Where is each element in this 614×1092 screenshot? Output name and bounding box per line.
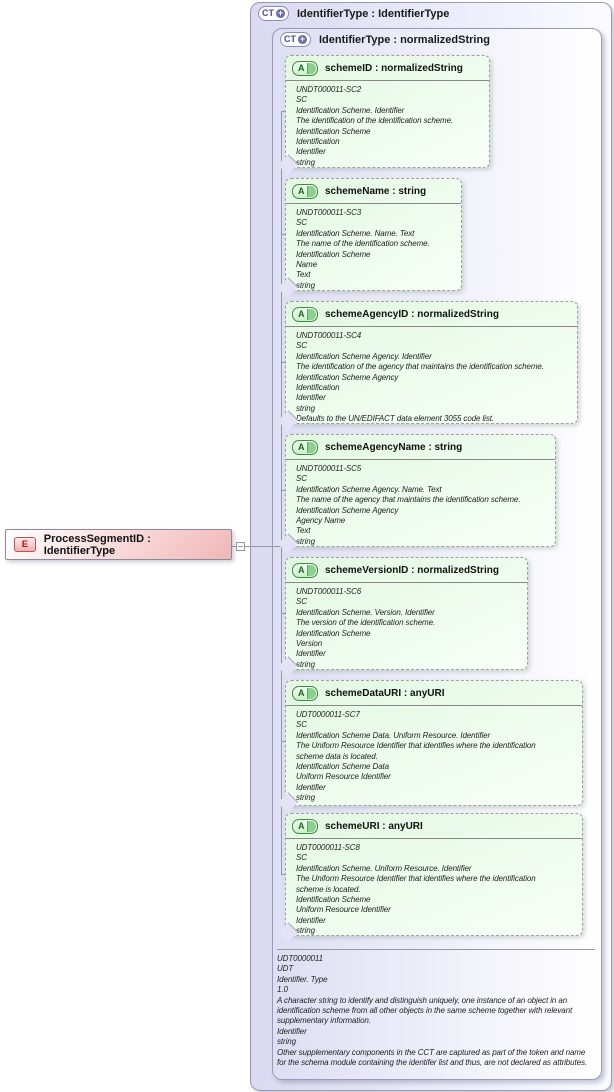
attribute-title: schemeID : normalizedString [325, 62, 463, 74]
complex-type-icon: CT + [280, 32, 311, 47]
attribute-annotation: UNDT000011-SC2 SC Identification Scheme.… [296, 85, 454, 167]
connector-stub [281, 874, 285, 875]
attribute-icon-tab [307, 564, 316, 576]
attribute-annotation: UDT0000011-SC8 SC Identification Scheme.… [296, 843, 536, 935]
attribute-box-schemeVersionID[interactable]: A schemeVersionID : normalizedString UND… [285, 557, 528, 670]
attribute-annotation: UDT0000011-SC7 SC Identification Scheme … [296, 710, 536, 803]
attribute-icon-tab [307, 441, 316, 453]
attribute-icon: A [292, 306, 318, 322]
attribute-header: A schemeID : normalizedString [286, 56, 489, 81]
element-icon: E [14, 537, 36, 552]
attribute-header: A schemeAgencyName : string [286, 435, 555, 460]
attribute-icon: A [292, 818, 318, 834]
attribute-icon-tab [307, 308, 316, 320]
attribute-box-schemeAgencyName[interactable]: A schemeAgencyName : string UNDT000011-S… [285, 434, 556, 547]
attribute-title: schemeAgencyID : normalizedString [325, 308, 499, 320]
attribute-title: schemeAgencyName : string [325, 441, 463, 453]
attribute-icon: A [292, 685, 318, 701]
connector-stub [281, 490, 285, 491]
attribute-header: A schemeDataURI : anyURI [286, 681, 582, 706]
documentation-separator [277, 949, 595, 950]
plus-icon: + [298, 34, 307, 44]
attribute-icon-tab [307, 687, 316, 699]
complex-type-title: IdentifierType : IdentifierType [297, 7, 450, 20]
element-node[interactable]: E ProcessSegmentID : IdentifierType [5, 529, 232, 560]
collapse-handle[interactable] [236, 542, 245, 551]
connector-stub [281, 111, 285, 112]
complex-type-title: IdentifierType : normalizedString [319, 33, 490, 46]
attribute-title: schemeDataURI : anyURI [325, 687, 445, 699]
connector-stub [281, 234, 285, 235]
attribute-title: schemeURI : anyURI [325, 820, 423, 832]
complex-type-header-outer[interactable]: CT + IdentifierType : IdentifierType [258, 6, 449, 21]
attribute-box-schemeID[interactable]: A schemeID : normalizedString UNDT000011… [285, 55, 490, 168]
connector-stub [281, 613, 285, 614]
connector-line [232, 546, 236, 547]
attribute-title: schemeName : string [325, 185, 427, 197]
attribute-icon-tab [307, 62, 316, 74]
attribute-annotation: UNDT000011-SC3 SC Identification Scheme.… [296, 208, 430, 290]
attribute-header: A schemeAgencyID : normalizedString [286, 302, 577, 327]
attribute-box-schemeURI[interactable]: A schemeURI : anyURI UDT0000011-SC8 SC I… [285, 813, 583, 936]
connector-stub [281, 362, 285, 363]
attribute-annotation: UNDT000011-SC6 SC Identification Scheme.… [296, 587, 436, 669]
connector-bus [281, 111, 282, 875]
connector-stub [281, 741, 285, 742]
attribute-title: schemeVersionID : normalizedString [325, 564, 499, 576]
attribute-box-schemeAgencyID[interactable]: A schemeAgencyID : normalizedString UNDT… [285, 301, 578, 424]
element-title: ProcessSegmentID : IdentifierType [43, 532, 151, 557]
plus-icon: + [276, 8, 285, 18]
attribute-box-schemeDataURI[interactable]: A schemeDataURI : anyURI UDT0000011-SC7 … [285, 680, 583, 806]
complex-type-header-inner[interactable]: CT + IdentifierType : normalizedString [280, 32, 490, 47]
complex-type-icon: CT + [258, 6, 289, 21]
attribute-annotation: UNDT000011-SC4 SC Identification Scheme … [296, 331, 544, 423]
attribute-header: A schemeURI : anyURI [286, 814, 582, 839]
type-documentation: UDT0000011 UDT Identifier. Type 1.0 A ch… [277, 954, 587, 1068]
attribute-icon-tab [307, 820, 316, 832]
attribute-header: A schemeName : string [286, 179, 461, 204]
attribute-icon: A [292, 562, 318, 578]
attribute-annotation: UNDT000011-SC5 SC Identification Scheme … [296, 464, 521, 546]
attribute-box-schemeName[interactable]: A schemeName : string UNDT000011-SC3 SC … [285, 178, 462, 291]
attribute-icon: A [292, 439, 318, 455]
attribute-header: A schemeVersionID : normalizedString [286, 558, 527, 583]
attribute-icon: A [292, 60, 318, 76]
attribute-icon: A [292, 183, 318, 199]
connector-line [245, 546, 281, 547]
attribute-icon-tab [307, 185, 316, 197]
